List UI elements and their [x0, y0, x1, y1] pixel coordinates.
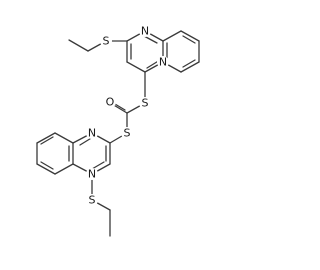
atom-s-link-bottom: S [124, 127, 131, 140]
atom-o-carbonyl: O [106, 96, 115, 109]
atom-n-bottom-2: N [88, 168, 96, 181]
top-ethylthio-group [68, 39, 128, 52]
atom-labels: N N S S O S N N S [86, 25, 169, 207]
top-benzo-ring [162, 30, 200, 73]
bottom-benzo-ring [36, 132, 74, 175]
atom-n-top-1: N [141, 25, 149, 38]
atom-n-top-2: N [159, 56, 167, 69]
atom-s-ethyl-top: S [103, 35, 110, 48]
atom-n-bottom-1: N [88, 127, 96, 140]
atom-s-link-top: S [142, 97, 149, 110]
atom-s-ethyl-bottom: S [89, 194, 96, 207]
structure-diagram: N N S S O S N N S [36, 25, 200, 237]
